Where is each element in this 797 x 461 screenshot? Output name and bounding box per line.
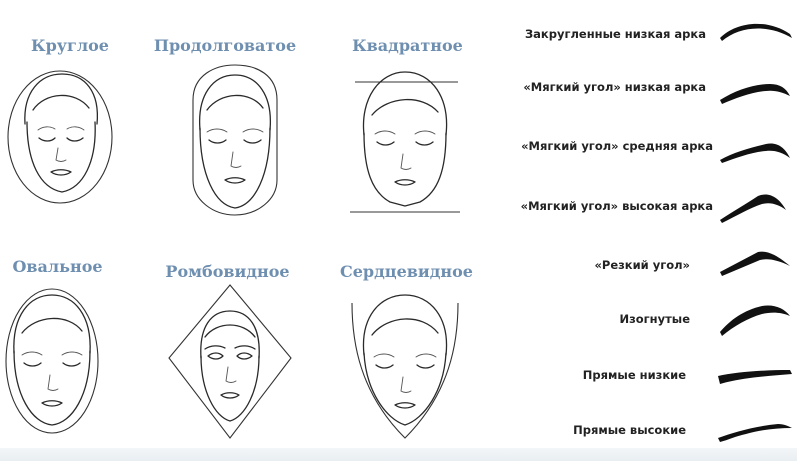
oblong-face-illustration	[192, 64, 278, 216]
eyebrow-straight-high-icon	[718, 424, 792, 442]
eyebrow-soft-angle-medium-arch-icon	[720, 143, 790, 163]
eyebrow-label-sharp-angle: «Резкий угол»	[594, 258, 690, 272]
eyebrow-sharp-angle-icon	[720, 251, 790, 276]
eyebrow-label-curved: Изогнутые	[619, 312, 690, 326]
eyebrow-label-rounded-low-arch: Закругленные низкая арка	[525, 27, 706, 41]
eyebrow-label-soft-angle-high-arch: «Мягкий угол» высокая арка	[520, 199, 713, 213]
bottom-strip	[0, 448, 797, 461]
face-label-oval: Овальное	[12, 257, 103, 276]
eyebrow-label-soft-angle-low-arch: «Мягкий угол» низкая арка	[523, 80, 706, 94]
eyebrow-soft-angle-high-arch-icon	[720, 194, 786, 223]
eyebrow-shapes-panel: Закругленные низкая арка «Мягкий угол» н…	[508, 0, 797, 461]
eyebrow-label-soft-angle-medium-arch: «Мягкий угол» средняя арка	[521, 139, 713, 153]
heart-face-illustration	[351, 294, 459, 439]
eyebrow-curved-icon	[720, 305, 790, 336]
square-face-illustration	[350, 71, 460, 213]
face-label-diamond: Ромбовидное	[165, 262, 290, 281]
eyebrow-straight-low-icon	[718, 370, 792, 384]
oval-face-illustration	[5, 288, 99, 434]
eyebrow-rounded-low-arch-icon	[720, 23, 792, 41]
face-label-heart: Сердцевидное	[340, 262, 473, 281]
diamond-face-illustration	[168, 284, 292, 439]
face-label-square: Квадратное	[352, 36, 463, 55]
face-label-oblong: Продолговатое	[153, 36, 297, 55]
round-face-illustration	[7, 70, 113, 204]
eyebrow-label-straight-low: Прямые низкие	[582, 368, 686, 382]
face-label-round: Круглое	[31, 36, 109, 55]
face-shapes-panel: Круглое Продолговатое Квадратное	[5, 36, 473, 439]
eyebrow-label-straight-high: Прямые высокие	[573, 423, 686, 437]
eyebrow-soft-angle-low-arch-icon	[720, 84, 790, 104]
